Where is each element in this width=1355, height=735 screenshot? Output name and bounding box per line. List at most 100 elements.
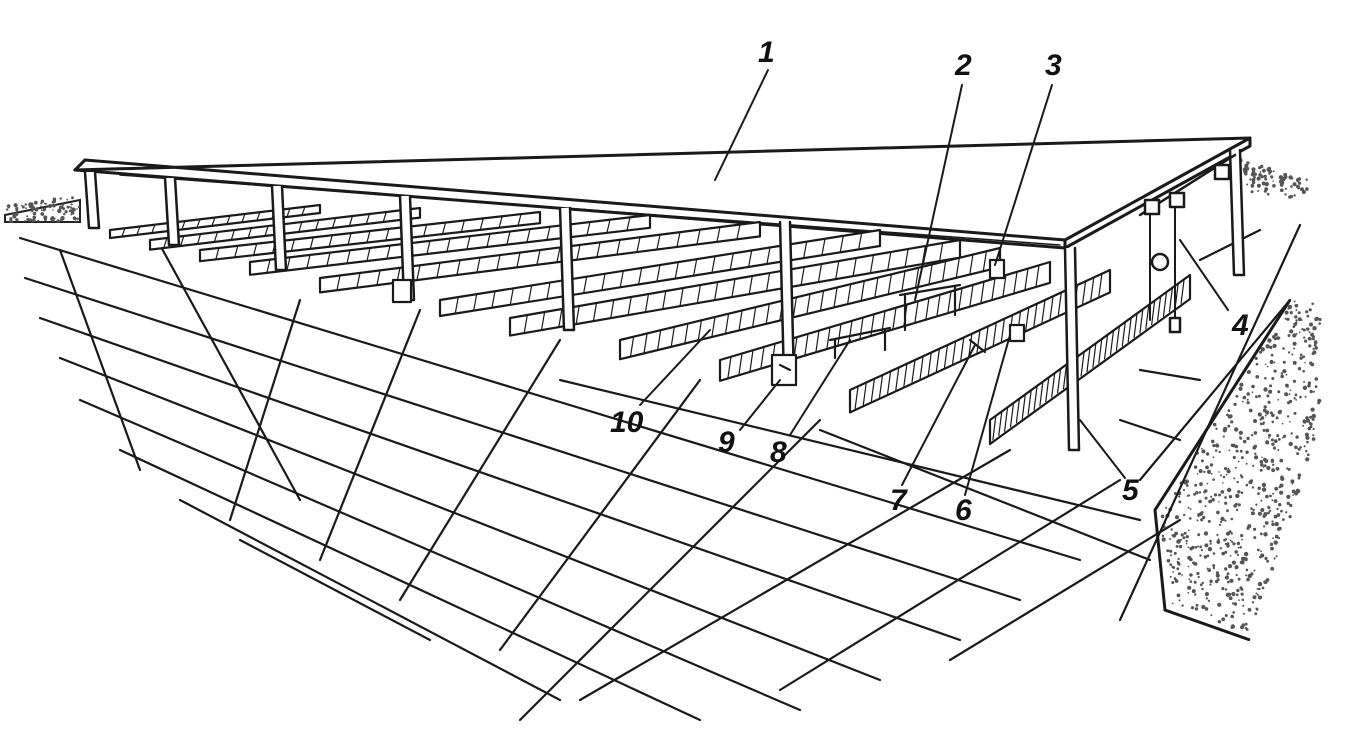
pit-tie — [804, 333, 809, 356]
gravel-dot — [1203, 555, 1208, 559]
gravel-dot — [1197, 515, 1200, 518]
gravel-dot — [48, 205, 52, 209]
gravel-dot — [1227, 580, 1230, 584]
gravel-dot — [1203, 470, 1206, 474]
gravel-dot — [1228, 449, 1231, 452]
gravel-dot — [1311, 417, 1315, 421]
pit-tie — [878, 374, 884, 398]
gravel-dot — [1311, 302, 1314, 306]
gravel-dot — [1230, 614, 1234, 619]
gravel-dot — [1223, 538, 1226, 542]
pit-tie — [711, 255, 716, 273]
gravel-dot — [1297, 476, 1301, 480]
gravel-dot — [1253, 569, 1256, 572]
gravel-dot — [1205, 465, 1209, 470]
gravel-dot — [1281, 518, 1285, 521]
gravel-dot — [1233, 402, 1237, 406]
pit-tie — [657, 329, 662, 350]
gravel-dot — [1226, 509, 1229, 513]
pit-tie — [180, 235, 185, 247]
gravel-dot — [1237, 503, 1241, 507]
gravel-dot — [1224, 588, 1228, 591]
gravel-dot — [1161, 537, 1166, 542]
pit-tie — [858, 232, 863, 250]
gravel-dot — [1293, 411, 1297, 415]
pit-ramp — [318, 220, 762, 294]
gravel-dot — [1246, 436, 1250, 441]
pit-tie — [626, 216, 631, 231]
gravel-dot — [1263, 405, 1267, 409]
callout-8: 8 — [770, 436, 787, 469]
pit-tie — [656, 264, 661, 282]
grid-line — [518, 418, 822, 722]
gravel-dot — [1227, 424, 1231, 428]
gravel-dot — [1280, 509, 1283, 513]
pit-tie — [610, 299, 615, 319]
pit-tie — [306, 254, 311, 269]
gravel-dot — [1224, 567, 1228, 571]
floor-grid — [18, 223, 1302, 722]
gravel-dot — [1218, 471, 1220, 473]
gravel-dot — [40, 205, 42, 207]
gravel-dot — [1195, 603, 1199, 607]
gravel-dot — [1266, 394, 1270, 398]
gravel-dot — [1265, 494, 1269, 499]
pit-tie — [914, 300, 919, 323]
gravel-dot — [1235, 573, 1238, 577]
gravel-dot — [1242, 612, 1245, 615]
pit-tie — [833, 286, 838, 308]
gravel-dot — [1239, 436, 1241, 438]
gravel-dot — [1189, 508, 1192, 510]
pit-tie — [1013, 271, 1018, 294]
leader-4 — [1179, 239, 1229, 311]
gravel-dot — [1174, 579, 1179, 583]
pit-tie — [386, 245, 391, 259]
gravel-dot — [1185, 542, 1188, 545]
gravel-dot — [1273, 439, 1278, 443]
pit-tie — [725, 313, 730, 334]
gravel-dot — [1225, 473, 1228, 476]
gravel-dot — [1289, 420, 1291, 423]
gravel-dot — [52, 203, 56, 208]
gravel-dot — [1293, 322, 1297, 327]
leader-7 — [901, 344, 976, 486]
pit-tie — [1145, 304, 1150, 330]
grid-line — [1118, 418, 1182, 442]
gravel-dot — [1275, 416, 1279, 420]
pit-tie — [1009, 402, 1015, 428]
gravel-dot — [1221, 587, 1225, 591]
pit-ramp — [108, 203, 322, 240]
gravel-dot — [31, 218, 36, 223]
gravel-dot — [1218, 501, 1220, 503]
pit-tie — [1025, 306, 1030, 331]
pit-tie — [423, 224, 428, 237]
pit-tie — [1000, 318, 1005, 342]
gravel-dot — [1204, 505, 1207, 508]
gravel-dot — [1253, 444, 1257, 448]
gravel-dot — [1257, 412, 1262, 417]
gravel-dot — [1246, 183, 1249, 186]
gravel-dot — [1300, 187, 1304, 192]
gravel-dot — [1281, 422, 1284, 425]
gravel-dot — [1264, 187, 1269, 192]
gravel-dot — [1301, 190, 1306, 194]
gravel-dot — [1225, 531, 1231, 536]
gravel-dot — [1265, 344, 1270, 349]
gravel-dot — [1265, 578, 1270, 582]
gravel-dot — [1305, 457, 1310, 462]
gravel-dot — [1312, 434, 1315, 437]
pit-tie — [903, 363, 908, 387]
pit-tie — [765, 303, 770, 324]
gravel-dot — [1264, 458, 1269, 464]
pit-tie — [486, 233, 491, 248]
pit-tie — [627, 296, 632, 316]
gravel-dot — [1169, 563, 1173, 566]
pit-tie — [558, 308, 563, 328]
gravel-dot — [1240, 382, 1243, 386]
pit-tie — [286, 208, 291, 218]
gravel-dot — [1272, 180, 1274, 182]
pit-tie — [416, 264, 421, 281]
gravel-dot — [1269, 345, 1273, 349]
pit-tie — [528, 284, 533, 302]
